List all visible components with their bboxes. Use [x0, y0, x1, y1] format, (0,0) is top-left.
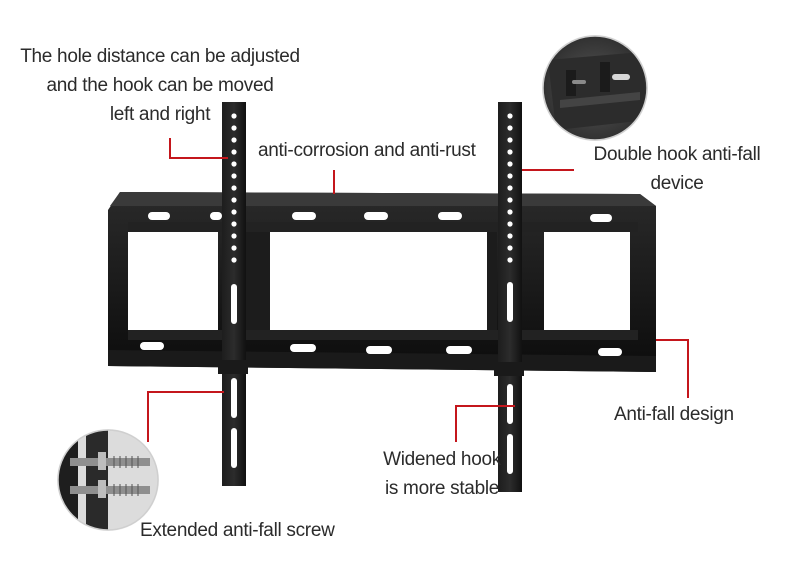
anti-fall-design-callout: Anti-fall design [614, 404, 734, 425]
widened-hook-line-1: Widened hook [383, 449, 501, 470]
double-hook-zoom-image [542, 35, 648, 141]
widened-hook-callout: Widened hook is more stable [366, 445, 518, 503]
callout-line-screw [147, 391, 224, 442]
hole-distance-callout: The hole distance can be adjusted and th… [10, 42, 310, 129]
wall-plate-frame [108, 192, 656, 372]
callout-line-hole-distance [169, 138, 228, 159]
widened-hook-line-2: is more stable [384, 478, 500, 499]
double-hook-callout: Double hook anti-fall device [572, 140, 782, 198]
hole-distance-line-3: left and right [109, 104, 211, 125]
extended-screw-callout: Extended anti-fall screw [140, 520, 335, 541]
left-hook-arm [218, 102, 248, 486]
callout-lines [147, 138, 689, 442]
corrosion-callout: anti-corrosion and anti-rust [258, 140, 476, 161]
double-hook-line-1: Double hook anti-fall [593, 144, 761, 165]
hole-distance-line-2: and the hook can be moved [46, 75, 274, 96]
callout-line-widened-hook [455, 405, 515, 442]
callout-line-anti-fall [656, 339, 689, 398]
right-hook-arm [494, 102, 524, 492]
hole-distance-line-1: The hole distance can be adjusted [20, 46, 300, 67]
double-hook-line-2: device [650, 173, 704, 194]
